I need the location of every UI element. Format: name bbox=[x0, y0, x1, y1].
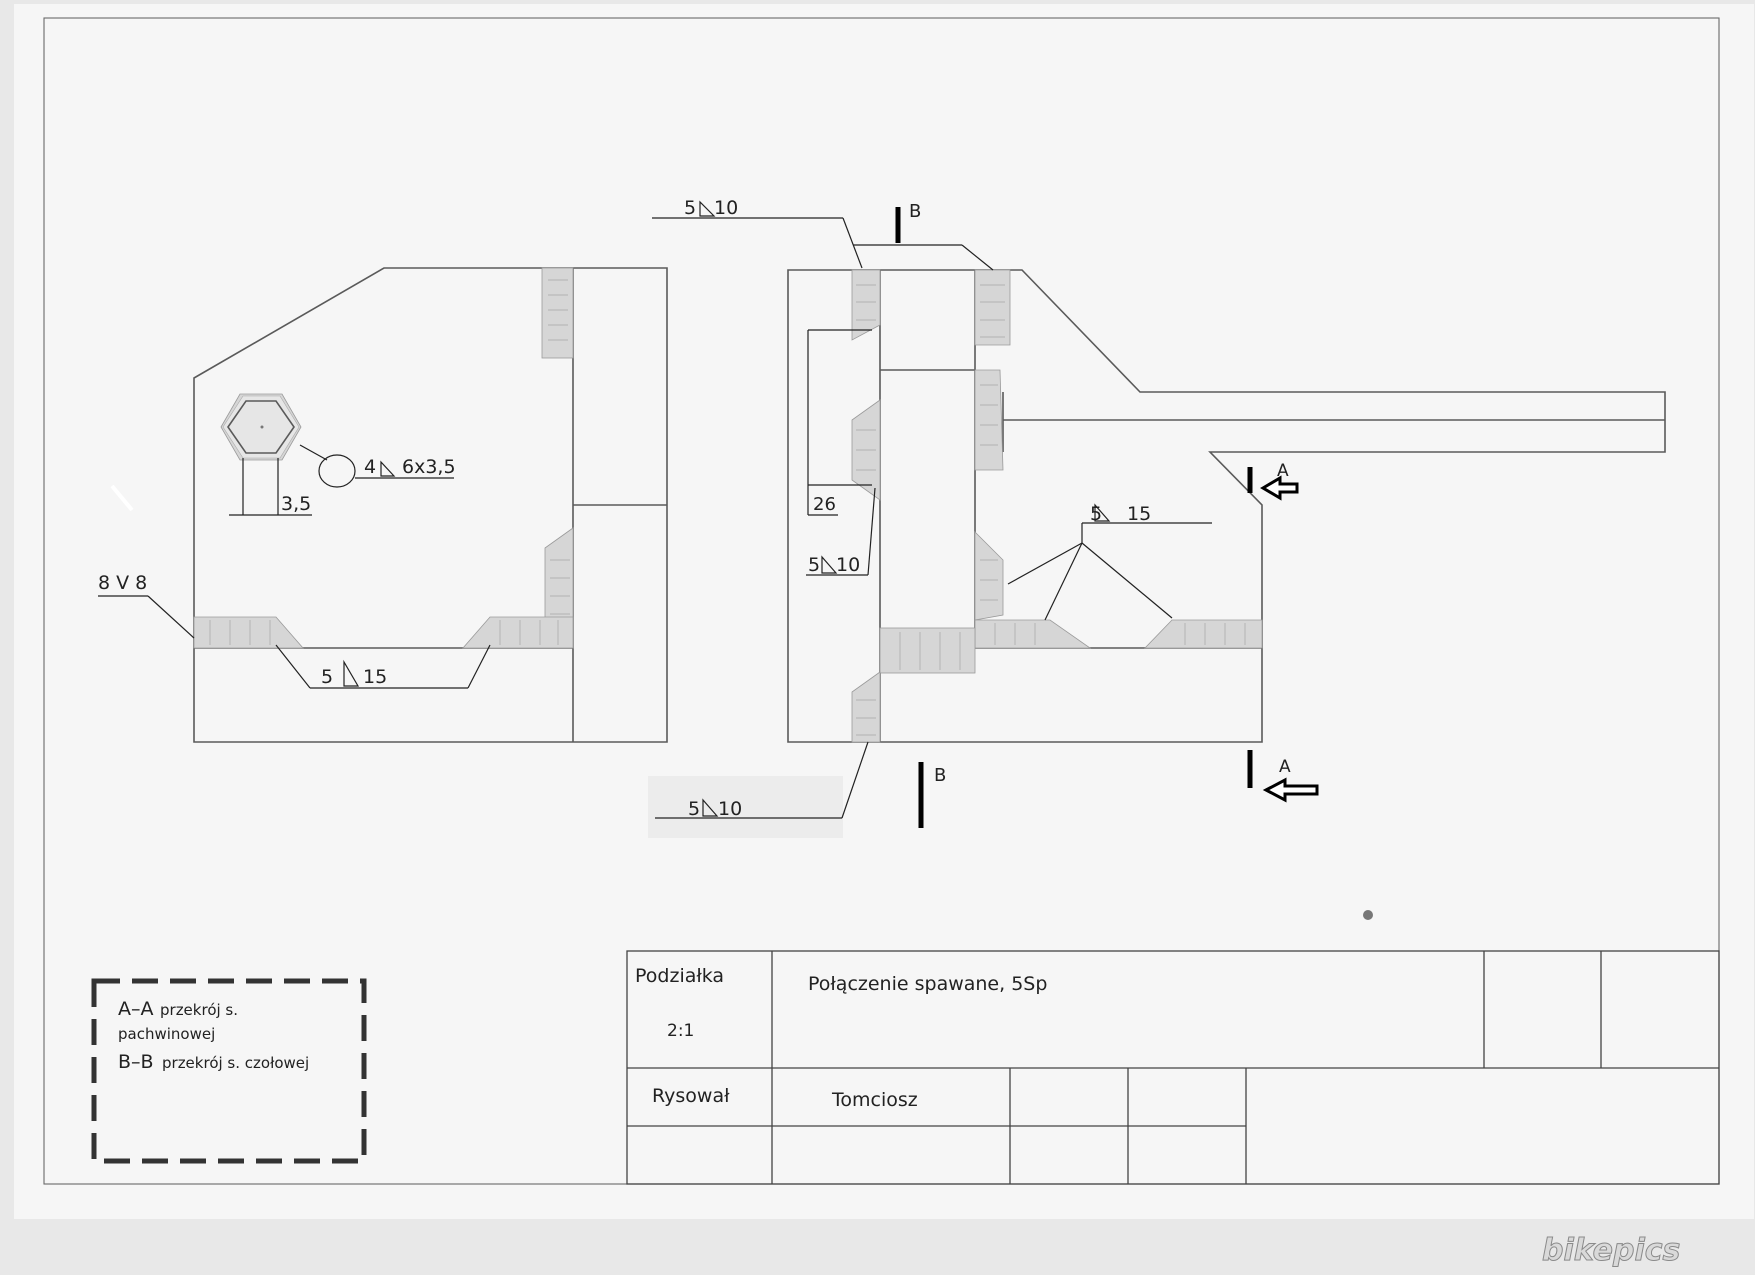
top-weld-leader-2 bbox=[961, 244, 994, 271]
legend-b-code: B–B bbox=[118, 1051, 154, 1073]
paper bbox=[14, 4, 1754, 1219]
bottom-weld-leader bbox=[841, 741, 869, 819]
side-weld-leader bbox=[867, 487, 876, 576]
title-block: Podziałka 2:1 Połączenie spawane, 5Sp Ry… bbox=[626, 950, 1720, 1185]
weld-right-top-left bbox=[851, 269, 881, 341]
bottom-fillet-leader-2 bbox=[467, 644, 491, 689]
inner-weld-leader-1 bbox=[1007, 542, 1083, 585]
scale-label: Podziałka bbox=[635, 965, 724, 987]
weld-right-base-2 bbox=[1144, 619, 1263, 649]
section-a-top-arrow bbox=[1260, 475, 1299, 501]
bottom-weld-a: 5 bbox=[688, 798, 700, 820]
bolt-weld-size: 6x3,5 bbox=[402, 456, 456, 478]
fillet-symbol-bottom-right bbox=[702, 798, 719, 817]
drawn-by-value: Tomciosz bbox=[831, 1089, 918, 1111]
side-weld-l: 10 bbox=[836, 554, 860, 576]
weld-right-bottom-left bbox=[851, 671, 881, 743]
callout-circle bbox=[318, 454, 356, 488]
section-a-bottom-label: A bbox=[1279, 757, 1291, 777]
legend-box bbox=[91, 978, 367, 1164]
top-weld-l: 10 bbox=[714, 197, 738, 219]
right-view: 5 10 B B 26 5 10 5 10 5 15 bbox=[648, 197, 1666, 838]
watermark-logo: bikepics bbox=[1542, 1233, 1680, 1268]
bolt-weld-a: 4 bbox=[364, 456, 376, 478]
bottom-weld-l: 10 bbox=[718, 798, 742, 820]
weld-right-inner-corner bbox=[974, 531, 1004, 621]
top-weld-leader-1 bbox=[842, 217, 863, 269]
inner-weld-l: 15 bbox=[1127, 503, 1151, 525]
section-b-bottom-label: B bbox=[934, 765, 946, 786]
weld-right-top-right bbox=[974, 269, 1011, 346]
drawing-title: Połączenie spawane, 5Sp bbox=[808, 973, 1047, 995]
fillet-symbol-top bbox=[699, 200, 716, 217]
ink-spot bbox=[1363, 910, 1373, 920]
scale-value: 2:1 bbox=[667, 1021, 694, 1041]
bottom-fillet-l: 15 bbox=[363, 666, 387, 688]
legend-b-text: przekrój s. czołowej bbox=[162, 1054, 309, 1072]
section-a-top-label: A bbox=[1277, 461, 1289, 481]
legend-a-code: A–A bbox=[118, 998, 154, 1020]
fillet-symbol-side bbox=[821, 555, 838, 574]
bottom-fillet-leader-1 bbox=[275, 644, 311, 689]
groove-weld-label: 8 V 8 bbox=[98, 572, 147, 594]
bottom-fillet-a: 5 bbox=[321, 666, 333, 688]
spacing-value: 26 bbox=[813, 494, 836, 515]
callout-leader bbox=[299, 444, 328, 461]
section-a-bottom-arrow bbox=[1262, 777, 1319, 803]
hex-width-label: 3,5 bbox=[281, 493, 311, 515]
drawn-by-label: Rysował bbox=[652, 1085, 730, 1107]
weld-left-base-2 bbox=[462, 616, 574, 649]
weld-left-top bbox=[541, 267, 574, 359]
right-assembly-outline bbox=[787, 269, 1666, 743]
side-weld-a: 5 bbox=[808, 554, 820, 576]
fillet-symbol-bottom bbox=[343, 659, 360, 687]
inner-weld-leader-2 bbox=[1044, 542, 1083, 621]
inner-weld-leader-3 bbox=[1081, 542, 1173, 619]
scan-scratch bbox=[110, 484, 134, 512]
top-weld-a: 5 bbox=[684, 197, 696, 219]
legend: A–A przekrój s. pachwinowej B–B przekrój… bbox=[91, 978, 367, 1164]
weld-right-bottom-mid bbox=[879, 627, 976, 674]
legend-a-cont: pachwinowej bbox=[118, 1025, 215, 1043]
legend-a-text: przekrój s. bbox=[160, 1001, 238, 1019]
bottom-weld-patch bbox=[648, 776, 843, 838]
inner-weld-a: 5 bbox=[1090, 503, 1102, 525]
hex-nut-outline bbox=[227, 400, 295, 454]
fillet-symbol-inner bbox=[1094, 503, 1111, 522]
fillet-symbol-bolt bbox=[380, 460, 396, 477]
left-view: 4 6x3,5 3,5 8 V 8 5 15 bbox=[98, 267, 668, 743]
groove-leader bbox=[147, 595, 195, 639]
section-b-top-label: B bbox=[909, 201, 921, 222]
hex-nut-center bbox=[260, 425, 264, 429]
